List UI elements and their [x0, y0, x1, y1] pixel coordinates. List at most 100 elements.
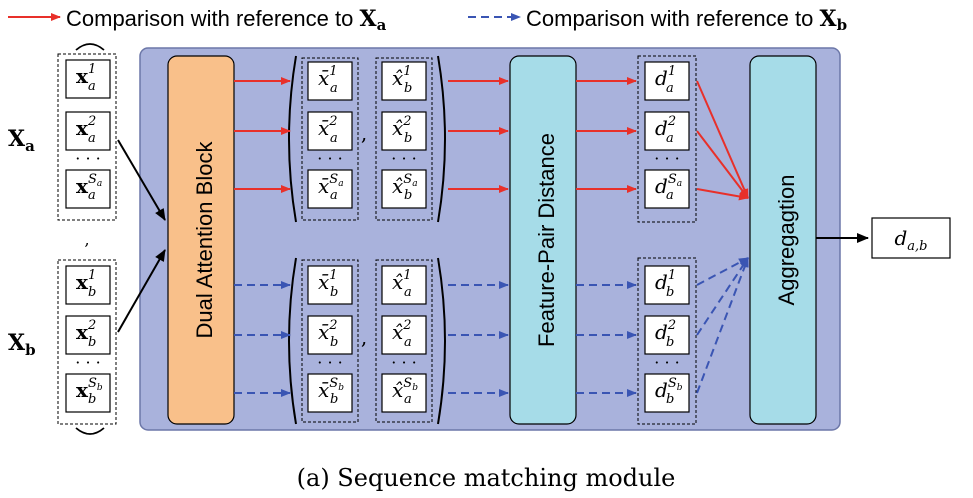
item-box: [307, 315, 353, 355]
item-box: [65, 265, 111, 305]
legend: Comparison with reference to Xa Comparis…: [8, 6, 847, 34]
pair-comma: ,: [361, 121, 367, 145]
pair-right-group: [375, 57, 433, 221]
d-to-aggregation-arrow: [696, 257, 749, 336]
item-box: [381, 315, 427, 355]
ellipsis: · · ·: [391, 149, 416, 168]
item-box: [644, 61, 690, 101]
item-box: [644, 373, 690, 413]
d-to-aggregation-arrow: [696, 130, 749, 199]
ellipsis: · · ·: [391, 353, 416, 372]
legend-red-text: Comparison with reference to Xa: [66, 6, 387, 34]
ellipsis: · · ·: [654, 149, 679, 168]
separator-comma: ,: [84, 230, 89, 249]
item-box: [307, 373, 353, 413]
item-box: [644, 111, 690, 151]
distance-top-group: [637, 55, 697, 223]
xa-input-arrow: [117, 139, 166, 221]
aggregation-block: [749, 55, 817, 425]
xa-group: [57, 53, 117, 221]
ellipsis: · · ·: [75, 353, 100, 372]
output-label: da,b: [894, 226, 927, 254]
item-box: [381, 169, 427, 209]
item-box: [381, 61, 427, 101]
item-box: [65, 373, 111, 413]
item-box: [307, 265, 353, 305]
item-box: [65, 315, 111, 355]
xb-label: Xb: [8, 330, 36, 359]
distance-bottom-group: [637, 257, 697, 425]
item-box: [307, 169, 353, 209]
item-box: [381, 265, 427, 305]
feature-pair-distance-block: [509, 55, 577, 425]
d-to-aggregation-arrow: [696, 257, 749, 286]
ellipsis: · · ·: [317, 149, 342, 168]
item-box: [65, 59, 111, 99]
flow-arrows: [234, 77, 749, 397]
pair-right-group: [375, 259, 433, 423]
ellipsis: · · ·: [654, 353, 679, 372]
dual-attention-block: [167, 55, 235, 425]
d-to-aggregation-arrow: [696, 80, 749, 199]
ellipsis: · · ·: [75, 149, 100, 168]
pair-left-group: [301, 259, 359, 423]
item-box: [307, 61, 353, 101]
pair-comma: ,: [361, 325, 367, 349]
right-paren: [437, 257, 446, 425]
feature-pair-distance-label: Feature-Pair Distance: [534, 133, 559, 347]
caption: (a) Sequence matching module: [297, 464, 676, 492]
d-to-aggregation-arrow: [696, 188, 749, 201]
item-box: [307, 111, 353, 151]
xb-bottom-brace: [75, 427, 105, 435]
xb-group: [57, 259, 117, 425]
d-to-aggregation-arrow: [696, 257, 749, 394]
item-box: [65, 111, 111, 151]
item-box: [381, 373, 427, 413]
item-box: [644, 169, 690, 209]
legend-blue-text: Comparison with reference to Xb: [526, 6, 847, 34]
right-paren: [437, 55, 446, 223]
left-paren: [288, 257, 297, 425]
xa-label: Xa: [8, 126, 35, 155]
module-panel: [139, 47, 841, 431]
aggregation-label: Aggregagtion: [774, 175, 799, 306]
item-box: [644, 265, 690, 305]
item-box: [65, 169, 111, 209]
xa-top-brace: [75, 43, 105, 51]
dual-attention-label: Dual Attention Block: [192, 141, 217, 339]
xb-input-arrow: [117, 249, 166, 333]
item-box: [644, 315, 690, 355]
pair-left-group: [301, 57, 359, 221]
ellipsis: · · ·: [317, 353, 342, 372]
item-box: [381, 111, 427, 151]
